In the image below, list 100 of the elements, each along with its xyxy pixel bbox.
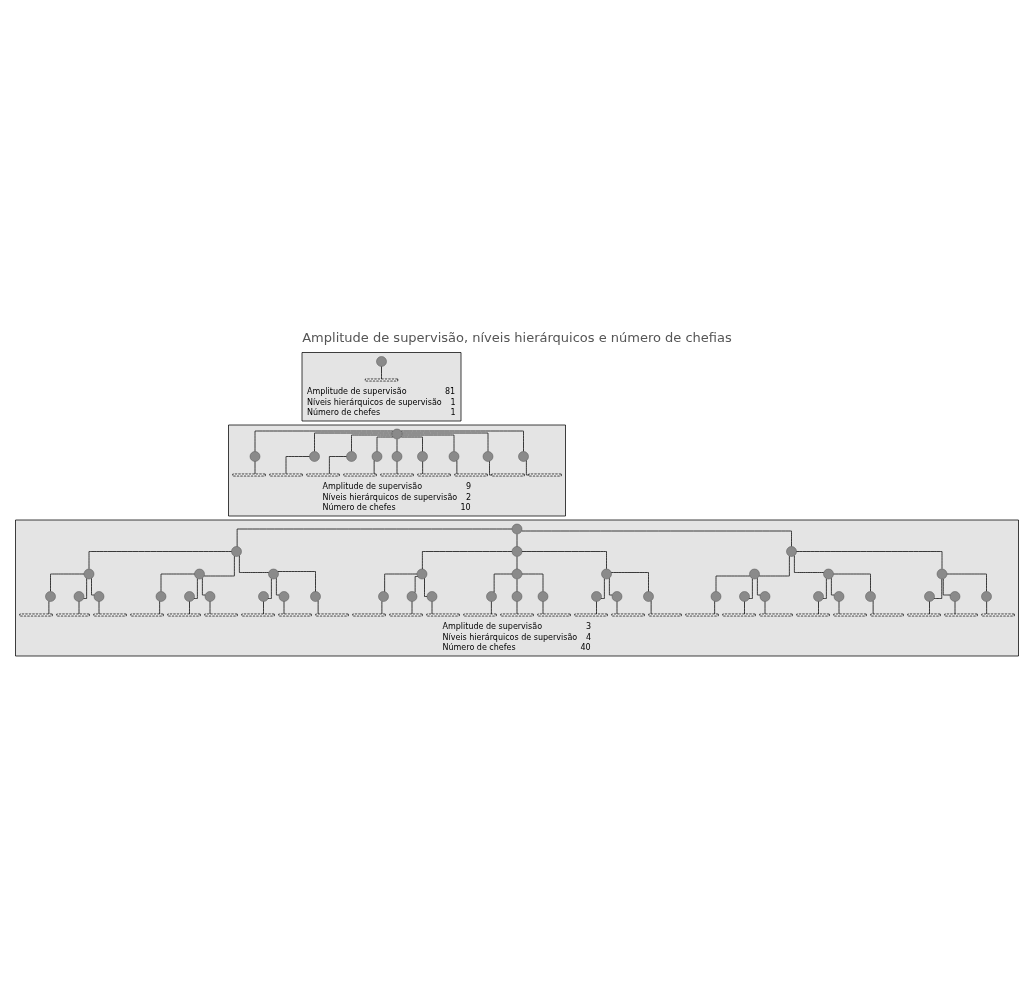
node-bar bbox=[463, 613, 497, 616]
node-circle bbox=[537, 590, 549, 602]
node-circle bbox=[268, 568, 279, 579]
node-bar bbox=[722, 613, 756, 616]
node-bar bbox=[204, 613, 238, 616]
node-circle bbox=[346, 450, 357, 462]
connector bbox=[239, 554, 269, 573]
node-bar bbox=[944, 613, 978, 616]
node-bar bbox=[685, 613, 719, 616]
connector bbox=[314, 432, 393, 452]
node-circle bbox=[759, 590, 771, 602]
node-circle bbox=[231, 545, 242, 557]
connector bbox=[422, 550, 513, 569]
node-circle bbox=[786, 545, 797, 557]
node-circle bbox=[823, 568, 834, 579]
connector bbox=[609, 577, 613, 595]
node-circle bbox=[448, 450, 460, 462]
node-circle bbox=[518, 450, 529, 462]
node-bar bbox=[426, 613, 460, 616]
node-bar bbox=[343, 473, 377, 476]
node-circle bbox=[981, 590, 992, 602]
node-circle bbox=[204, 590, 216, 602]
connector bbox=[596, 600, 597, 614]
connector bbox=[317, 599, 319, 614]
node-circle bbox=[309, 450, 320, 462]
connector bbox=[83, 577, 87, 599]
connector bbox=[329, 455, 347, 474]
node-bar bbox=[500, 613, 534, 616]
connector bbox=[600, 577, 605, 599]
node-circle bbox=[511, 590, 523, 602]
connector bbox=[193, 577, 198, 599]
node-circle bbox=[511, 545, 523, 557]
connector bbox=[159, 600, 160, 614]
node-bar bbox=[611, 613, 645, 616]
node-circle bbox=[643, 590, 654, 602]
node-circle bbox=[184, 590, 195, 602]
node-circle bbox=[376, 355, 387, 367]
node-bar bbox=[352, 613, 386, 616]
connector bbox=[833, 573, 871, 592]
node-circle bbox=[949, 590, 961, 602]
connector bbox=[610, 571, 649, 592]
node-circle bbox=[936, 568, 948, 579]
node-circle bbox=[482, 450, 494, 462]
node-bar bbox=[130, 613, 164, 616]
node-circle bbox=[378, 590, 389, 602]
node-circle bbox=[391, 450, 403, 462]
connector bbox=[714, 600, 715, 614]
node-bar bbox=[56, 613, 90, 616]
node-bar bbox=[454, 473, 488, 476]
connector bbox=[650, 599, 652, 614]
connector bbox=[424, 577, 428, 597]
node-circle bbox=[278, 590, 290, 602]
node-circle bbox=[45, 590, 56, 602]
connector bbox=[276, 577, 280, 595]
node-circle bbox=[749, 568, 760, 579]
node-bar bbox=[364, 378, 399, 381]
connector bbox=[872, 599, 874, 614]
connector bbox=[381, 365, 382, 379]
node-bar bbox=[269, 473, 303, 476]
node-circle bbox=[591, 590, 602, 602]
node-bar bbox=[574, 613, 608, 616]
connector bbox=[50, 573, 85, 592]
connector bbox=[796, 550, 943, 569]
node-circle bbox=[511, 523, 523, 534]
connector bbox=[942, 578, 951, 595]
connector bbox=[489, 460, 492, 475]
diagram-title: Amplitude de supervisão, níveis hierárquicos e número de chefias bbox=[302, 329, 732, 345]
connector bbox=[414, 575, 418, 593]
node-circle bbox=[194, 568, 205, 579]
connector bbox=[744, 600, 745, 614]
connector bbox=[526, 459, 530, 475]
connector bbox=[818, 600, 819, 614]
connector bbox=[831, 577, 835, 595]
node-circle bbox=[865, 590, 876, 602]
node-circle bbox=[391, 428, 403, 439]
connector bbox=[757, 577, 761, 595]
node-bar bbox=[537, 613, 571, 616]
connector bbox=[277, 570, 316, 592]
node-circle bbox=[93, 590, 105, 602]
node-circle bbox=[83, 568, 95, 579]
connector bbox=[521, 550, 607, 569]
connector bbox=[946, 573, 987, 592]
connector bbox=[986, 600, 987, 614]
connector bbox=[88, 550, 232, 569]
node-circle bbox=[310, 590, 321, 602]
connector bbox=[400, 436, 423, 452]
node-bar bbox=[759, 613, 793, 616]
connector bbox=[929, 600, 930, 614]
node-circle bbox=[611, 590, 623, 602]
connector bbox=[202, 577, 206, 595]
node-circle bbox=[601, 568, 612, 579]
node-bar bbox=[833, 613, 867, 616]
connector bbox=[267, 577, 272, 599]
connector bbox=[794, 554, 824, 573]
connector bbox=[748, 577, 753, 599]
node-bar bbox=[315, 613, 349, 616]
node-bar bbox=[380, 473, 414, 476]
connector bbox=[373, 459, 375, 474]
connector bbox=[933, 578, 943, 599]
node-bar bbox=[232, 473, 266, 476]
